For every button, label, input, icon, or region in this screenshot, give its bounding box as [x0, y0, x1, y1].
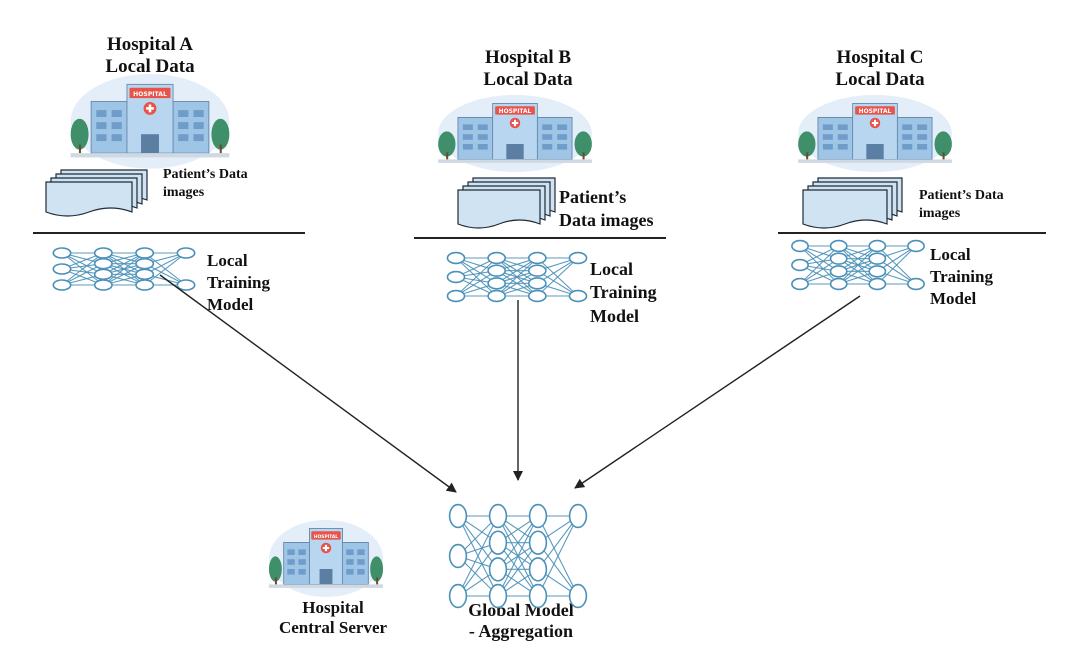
hospital-a-model-line2: Training	[207, 273, 270, 293]
hospital-a-data-line2: images	[163, 185, 205, 201]
hospital-b-model-label: Local Training Model	[590, 258, 690, 328]
hospital-a-data-images-icon	[45, 169, 148, 217]
hospital-c-neural-network-icon	[791, 239, 925, 291]
central-server-label: Hospital Central Server	[268, 598, 398, 638]
hospital-a-divider	[33, 232, 305, 234]
hospital-c-model-line2: Training	[930, 267, 993, 287]
building-sign-text: HOSPITAL	[133, 91, 167, 98]
hospital-b-neural-network-icon	[446, 251, 588, 303]
global-model-neural-network-icon	[448, 503, 588, 609]
hospital-b-title-line2: Local Data	[483, 69, 573, 91]
hospital-b-data-line2: Data images	[559, 210, 654, 231]
hospital-b-title: Hospital B Local Data	[448, 47, 608, 92]
hospital-c-data-line2: images	[919, 206, 961, 222]
building-sign-text: HOSPITAL	[314, 534, 338, 540]
hospital-a-title: Hospital A Local Data	[70, 34, 230, 79]
hospital-c-data-images-icon	[802, 177, 903, 229]
hospital-a-title-line1: Hospital A	[106, 34, 194, 55]
hospital-c-building-icon: HOSPITAL	[798, 95, 952, 172]
hospital-a-title-line2: Local Data	[105, 56, 195, 78]
global-model-line2: - Aggregation	[468, 621, 574, 642]
hospital-b-model-line2: Training	[590, 282, 657, 303]
hospital-b-data-images-icon	[457, 177, 556, 229]
hospital-a-building-icon: HOSPITAL	[70, 74, 230, 169]
hospital-b-divider	[414, 237, 666, 239]
hospital-c-model-line1: Local	[930, 245, 971, 264]
hospital-c-model-label: Local Training Model	[930, 244, 1030, 310]
arrow-hospital-c-to-global	[574, 295, 861, 489]
hospital-c-data-label: Patient’s Data images	[919, 187, 1059, 223]
central-server-line1: Hospital	[302, 598, 364, 617]
central-server-building-icon: HOSPITAL	[268, 520, 384, 597]
hospital-a-model-line1: Local	[207, 251, 248, 270]
hospital-c-title-line1: Hospital C	[836, 47, 924, 68]
hospital-a-neural-network-icon	[52, 247, 196, 291]
building-sign-text: HOSPITAL	[499, 109, 532, 115]
hospital-a-model-label: Local Training Model	[207, 250, 307, 316]
building-sign-text: HOSPITAL	[859, 109, 892, 115]
hospital-c-model-line3: Model	[930, 289, 977, 309]
hospital-b-title-line1: Hospital B	[484, 47, 572, 68]
hospital-b-model-line3: Model	[590, 305, 639, 326]
hospital-a-model-line3: Model	[207, 295, 254, 315]
hospital-a-data-line1: Patient’s Data	[163, 167, 248, 182]
hospital-b-model-line1: Local	[590, 259, 633, 279]
hospital-b-data-line1: Patient’s	[559, 187, 627, 207]
hospital-c-data-line1: Patient’s Data	[919, 188, 1004, 203]
hospital-a-data-label: Patient’s Data images	[163, 166, 303, 202]
arrow-hospital-a-to-global	[159, 274, 457, 493]
hospital-c-title: Hospital C Local Data	[800, 47, 960, 92]
central-server-line2: Central Server	[278, 618, 388, 638]
hospital-b-data-label: Patient’s Data images	[559, 186, 689, 233]
hospital-c-title-line2: Local Data	[835, 69, 925, 91]
hospital-b-building-icon: HOSPITAL	[438, 95, 592, 172]
hospital-c-divider	[778, 232, 1046, 234]
